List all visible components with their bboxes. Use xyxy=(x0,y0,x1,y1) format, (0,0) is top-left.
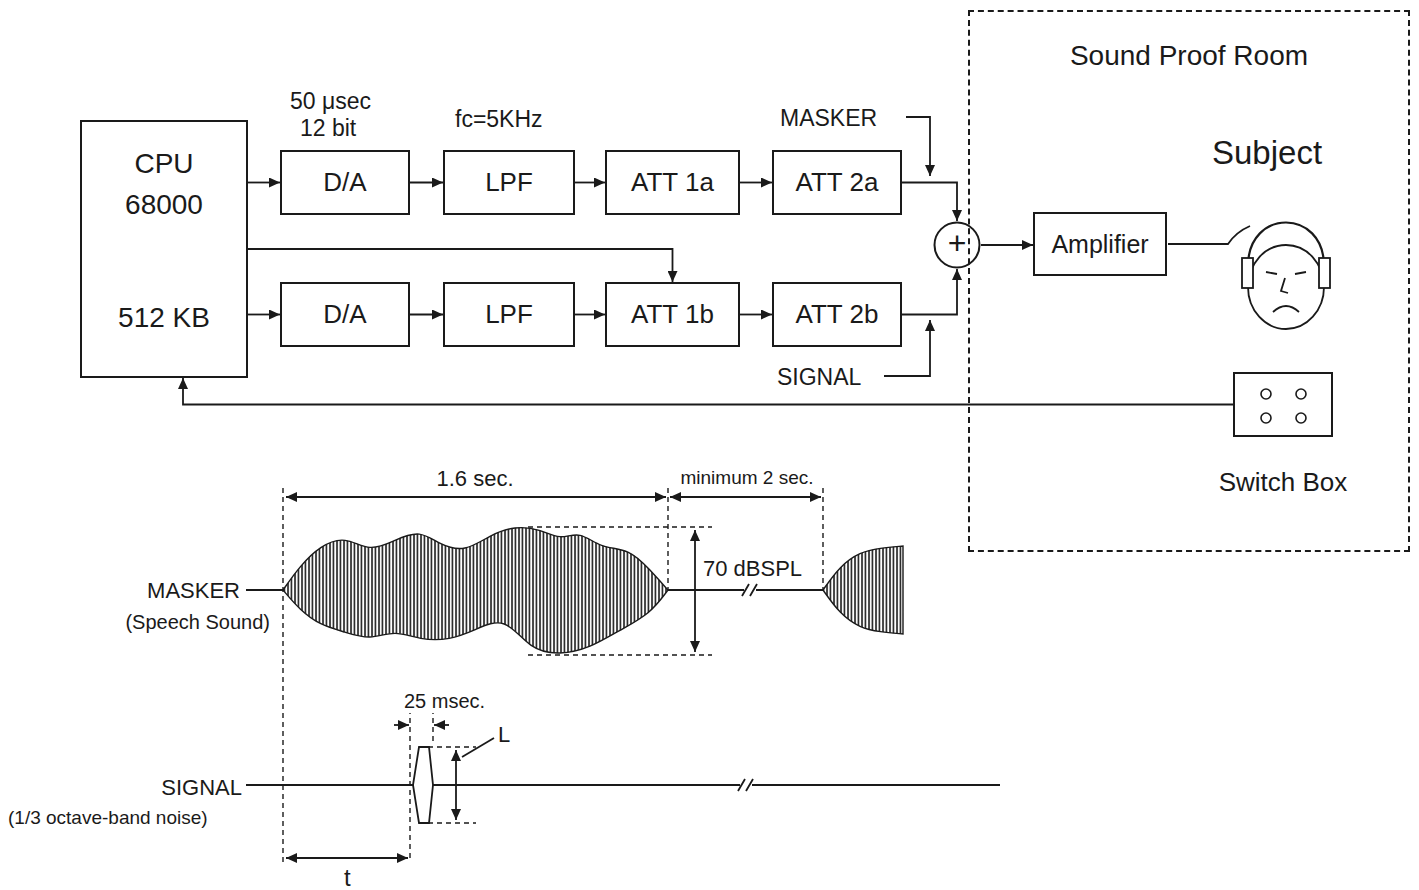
process-box: ATT 2b xyxy=(772,282,902,347)
box-label: + xyxy=(948,227,967,259)
text-label: 1.6 sec. xyxy=(436,466,513,491)
masker-envelope xyxy=(283,528,903,653)
headphone-wire xyxy=(1168,226,1250,244)
signal-connector xyxy=(740,182,772,184)
summing-junction: + xyxy=(933,221,981,269)
signal-connector xyxy=(740,314,772,316)
text-label: fc=5KHz xyxy=(455,106,543,132)
break-mark xyxy=(738,582,757,793)
masker-input-line xyxy=(906,117,930,176)
signal-baseline xyxy=(246,784,413,786)
signal-connector xyxy=(902,269,957,315)
nose xyxy=(1281,278,1288,293)
box-label: ATT 2b xyxy=(796,299,879,330)
dimension-arrow xyxy=(434,724,449,726)
subject-head xyxy=(1248,245,1324,329)
process-box: Switch Box xyxy=(1233,372,1333,437)
process-box: D/A xyxy=(280,150,410,215)
text-label: Subject xyxy=(1212,134,1322,172)
box-label: 512 KB xyxy=(118,302,210,334)
text-label: SIGNAL xyxy=(161,775,242,800)
signal-connector xyxy=(183,378,1233,405)
switch-buttons xyxy=(1235,374,1331,435)
dimension-arrow xyxy=(286,857,408,859)
eyes xyxy=(1266,272,1306,274)
process-box: CPU 68000 512 KB xyxy=(80,120,248,378)
signal-connector xyxy=(410,314,443,316)
room-heading: Sound Proof Room xyxy=(970,40,1408,72)
dimension-arrow xyxy=(286,496,666,498)
text-label: (1/3 octave-band noise) xyxy=(8,807,208,829)
text-label: 70 dBSPL xyxy=(703,556,802,581)
headband xyxy=(1248,223,1324,267)
text-label: MASKER xyxy=(780,105,877,131)
text-label: (Speech Sound) xyxy=(125,611,270,634)
box-label: ATT 1a xyxy=(631,167,714,198)
text-label: 12 bit xyxy=(300,115,356,141)
dimension-arrow xyxy=(394,724,409,726)
signal-burst xyxy=(413,747,433,823)
box-caption: Switch Box xyxy=(1195,467,1371,498)
signal-baseline xyxy=(433,784,1000,786)
signal-connector xyxy=(248,249,673,282)
process-box: LPF xyxy=(443,282,575,347)
process-box: LPF xyxy=(443,150,575,215)
leader-line xyxy=(462,738,494,757)
signal-connector xyxy=(575,182,605,184)
text-label: SIGNAL xyxy=(777,364,861,390)
dimension-arrow xyxy=(670,496,821,498)
box-label: D/A xyxy=(323,299,366,330)
mouth xyxy=(1273,306,1299,312)
masker-envelope xyxy=(823,546,903,634)
text-label: 50 μsec xyxy=(290,88,371,114)
process-box: ATT 1b xyxy=(605,282,740,347)
process-box: D/A xyxy=(280,282,410,347)
dimension-arrow xyxy=(694,530,696,652)
box-label: Amplifier xyxy=(1051,230,1148,259)
guide-lines xyxy=(283,488,823,862)
text-label: MASKER xyxy=(147,578,240,603)
signal-connector xyxy=(248,314,280,316)
signal-connector xyxy=(410,182,443,184)
text-label: L xyxy=(498,722,510,747)
signal-connector xyxy=(248,182,280,184)
process-box: ATT 1a xyxy=(605,150,740,215)
signal-connector xyxy=(575,314,605,316)
masker-baseline xyxy=(246,589,283,591)
signal-connector xyxy=(902,183,957,222)
box-label: CPU 68000 xyxy=(109,144,219,225)
box-label: D/A xyxy=(323,167,366,198)
text-label: t xyxy=(344,864,351,890)
box-label: ATT 2a xyxy=(796,167,879,198)
earcup xyxy=(1319,258,1330,288)
room-boundary: Sound Proof RoomAmplifierSwitch Box xyxy=(968,10,1410,552)
box-label: LPF xyxy=(485,167,533,198)
process-box: ATT 2a xyxy=(772,150,902,215)
process-box: Amplifier xyxy=(1033,212,1167,276)
text-label: minimum 2 sec. xyxy=(680,467,813,489)
signal-connector xyxy=(981,244,1033,246)
masker-envelope xyxy=(283,528,668,653)
text-label: 25 msec. xyxy=(404,690,485,713)
box-label: LPF xyxy=(485,299,533,330)
earcup xyxy=(1242,258,1253,288)
box-label: ATT 1b xyxy=(631,299,714,330)
